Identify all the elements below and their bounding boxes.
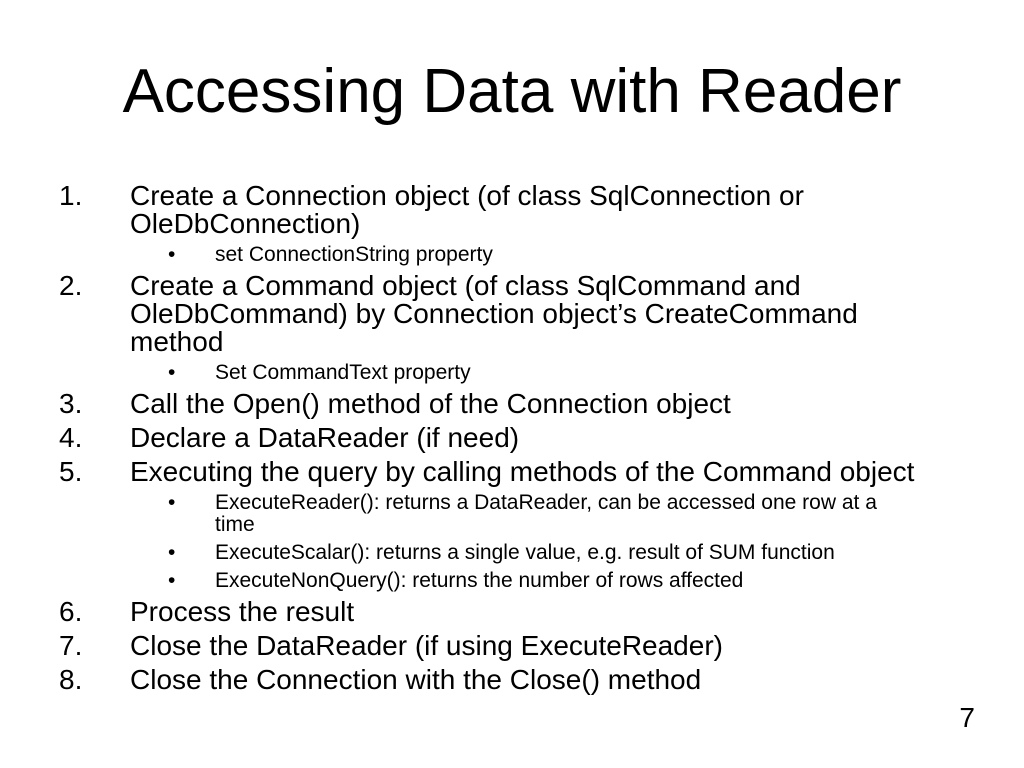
bullet-icon: •	[168, 491, 176, 514]
list-item: 6. Process the result	[59, 598, 959, 626]
sub-bullet-item: • Set CommandText property	[168, 362, 959, 384]
item-text: Close the Connection with the Close() me…	[130, 664, 702, 695]
item-text: Create a Connection object (of class Sql…	[130, 180, 804, 239]
list-item: 8. Close the Connection with the Close() …	[59, 666, 959, 694]
item-text: Call the Open() method of the Connection…	[130, 388, 731, 419]
sub-bullet-text: Set CommandText property	[215, 361, 471, 384]
item-number: 7.	[59, 630, 83, 661]
list-item: 5. Executing the query by calling methods…	[59, 458, 959, 486]
list-item: 4. Declare a DataReader (if need)	[59, 424, 959, 452]
list-item: 1. Create a Connection object (of class S…	[59, 182, 959, 238]
slide-title: Accessing Data with Reader	[122, 57, 902, 126]
item-number: 6.	[59, 596, 83, 627]
sub-bullet-text: ExecuteReader(): returns a DataReader, c…	[215, 491, 877, 536]
sub-bullet-item: • ExecuteScalar(): returns a single value…	[168, 542, 959, 564]
item-text: Create a Command object (of class SqlCom…	[130, 270, 858, 357]
list-item: 7. Close the DataReader (if using Execute…	[59, 632, 959, 660]
item-number: 2.	[59, 270, 83, 301]
bullet-icon: •	[168, 541, 176, 564]
item-number: 4.	[59, 422, 83, 453]
item-text: Process the result	[130, 596, 355, 627]
item-number: 3.	[59, 388, 83, 419]
sub-bullet-item: • ExecuteReader(): returns a DataReader, …	[168, 492, 959, 536]
item-text: Declare a DataReader (if need)	[130, 422, 520, 453]
item-number: 5.	[59, 456, 83, 487]
sub-bullet-item: • set ConnectionString property	[168, 244, 959, 266]
bullet-icon: •	[168, 243, 176, 266]
numbered-list: 1. Create a Connection object (of class S…	[59, 182, 959, 694]
list-item: 3. Call the Open() method of the Connecti…	[59, 390, 959, 418]
sub-bullet-text: set ConnectionString property	[215, 243, 493, 266]
item-text: Close the DataReader (if using ExecuteRe…	[130, 630, 723, 661]
list-item: 2. Create a Command object (of class SqlC…	[59, 272, 959, 356]
item-text: Executing the query by calling methods o…	[130, 456, 915, 487]
sub-bullet-text: ExecuteScalar(): returns a single value,…	[215, 541, 835, 564]
sub-bullet-text: ExecuteNonQuery(): returns the number of…	[215, 569, 744, 592]
bullet-icon: •	[168, 569, 176, 592]
item-number: 8.	[59, 664, 83, 695]
sub-bullet-item: • ExecuteNonQuery(): returns the number o…	[168, 570, 959, 592]
item-number: 1.	[59, 180, 83, 211]
bullet-icon: •	[168, 361, 176, 384]
page-number: 7	[959, 702, 975, 733]
